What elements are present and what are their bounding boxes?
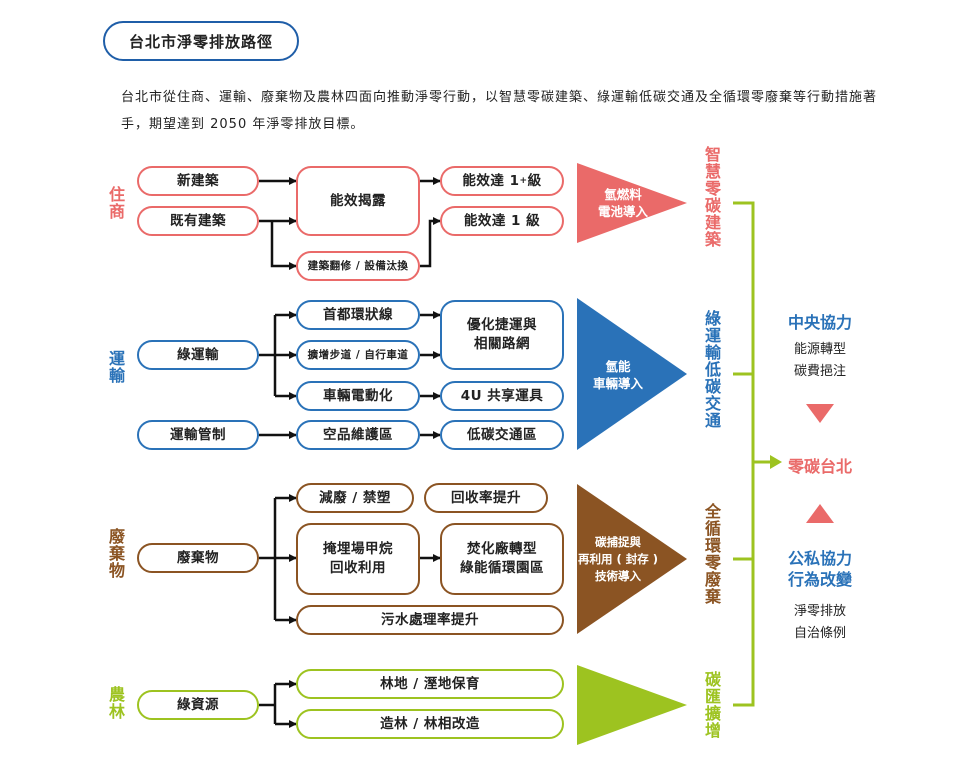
shared-mobility-box: 4U 共享運具 bbox=[440, 381, 564, 411]
efficiency-1plus-box: 能效達 1+級 bbox=[440, 166, 564, 196]
sewage-treatment-box: 污水處理率提升 bbox=[296, 605, 564, 635]
recycling-rate-box: 回收率提升 bbox=[424, 483, 548, 513]
efficiency-1plus-text: 能效達 1 bbox=[462, 172, 520, 189]
public-private-title: 公私協力 行為改變 bbox=[787, 549, 852, 589]
down-arrow-icon bbox=[806, 404, 834, 423]
transport-control-box: 運輸管制 bbox=[137, 420, 259, 450]
capital-ring-line-box: 首都環狀線 bbox=[296, 300, 420, 330]
forest-wetland-box: 林地 / 溼地保育 bbox=[296, 669, 564, 699]
zero-carbon-taipei: 零碳台北 bbox=[787, 457, 852, 476]
green-transport-box: 綠運輸 bbox=[137, 340, 259, 370]
landfill-methane-box: 掩埋場甲烷 回收利用 bbox=[296, 523, 420, 595]
goal-smart-zero-carbon-building: 智慧零碳建築 bbox=[702, 146, 721, 248]
triangle-carbon-capture bbox=[577, 484, 687, 634]
goal-carbon-sink-expansion: 碳匯擴增 bbox=[702, 671, 721, 739]
carbon-fee-item: 碳費挹注 bbox=[793, 364, 846, 379]
net-zero-item: 淨零排放 bbox=[793, 604, 846, 619]
walkway-bikeway-box: 擴增步道 / 自行車道 bbox=[296, 340, 420, 370]
central-cooperation-title: 中央協力 bbox=[787, 313, 852, 332]
triangle-hydrogen-fuel-cell bbox=[577, 163, 687, 243]
afforestation-box: 造林 / 林相改造 bbox=[296, 709, 564, 739]
goal-green-low-carbon-transport: 綠運輸低碳交通 bbox=[702, 310, 721, 429]
existing-building-box: 既有建築 bbox=[137, 206, 259, 236]
sector-label-residential: 住商 bbox=[106, 186, 125, 220]
reduce-waste-ban-plastic-box: 減廢 / 禁塑 bbox=[296, 483, 414, 513]
sector-label-transport: 運輸 bbox=[106, 350, 125, 384]
energy-transition-item: 能源轉型 bbox=[793, 342, 846, 357]
up-arrow-icon bbox=[806, 504, 834, 523]
triangle-label-carbon-capture: 碳捕捉與 再利用 ( 封存 ) 技術導入 bbox=[577, 535, 659, 583]
incinerator-transform-box: 焚化廠轉型 綠能循環園區 bbox=[440, 523, 564, 595]
intro-paragraph: 台北市從住商、運輸、廢棄物及農林四面向推動淨零行動，以智慧零碳建築、綠運輸低碳交… bbox=[121, 90, 878, 132]
energy-disclosure-box: 能效揭露 bbox=[296, 166, 420, 236]
retrofit-box: 建築翻修 / 設備汰換 bbox=[296, 251, 420, 281]
sector-label-waste: 廢棄物 bbox=[106, 528, 125, 579]
public-items: 淨零排放 自治條例 bbox=[760, 601, 880, 645]
vehicle-electrification-box: 車輛電動化 bbox=[296, 381, 420, 411]
air-quality-zone-box: 空品維護區 bbox=[296, 420, 420, 450]
waste-box: 廢棄物 bbox=[137, 543, 259, 573]
triangle-carbon-sink bbox=[577, 665, 687, 745]
triangle-hydrogen-vehicles bbox=[577, 298, 687, 450]
goal-full-circular-zero-waste: 全循環零廢棄 bbox=[702, 503, 721, 605]
sector-label-agriculture: 農林 bbox=[106, 686, 125, 720]
efficiency-1plus-suffix: 級 bbox=[527, 172, 542, 189]
page-title: 台北市淨零排放路徑 bbox=[103, 21, 299, 61]
optimize-metro-box: 優化捷運與 相關路網 bbox=[440, 300, 564, 370]
efficiency-1-box: 能效達 1 級 bbox=[440, 206, 564, 236]
central-items: 能源轉型 碳費挹注 bbox=[760, 339, 880, 383]
low-carbon-zone-box: 低碳交通區 bbox=[440, 420, 564, 450]
green-resources-box: 綠資源 bbox=[137, 690, 259, 720]
autonomy-ordinance-item: 自治條例 bbox=[793, 626, 846, 641]
new-building-box: 新建築 bbox=[137, 166, 259, 196]
triangle-label-hydrogen-fuel-cell: 氫燃料 電池導入 bbox=[597, 187, 648, 219]
triangle-label-hydrogen-vehicles: 氫能 車輛導入 bbox=[592, 359, 643, 391]
